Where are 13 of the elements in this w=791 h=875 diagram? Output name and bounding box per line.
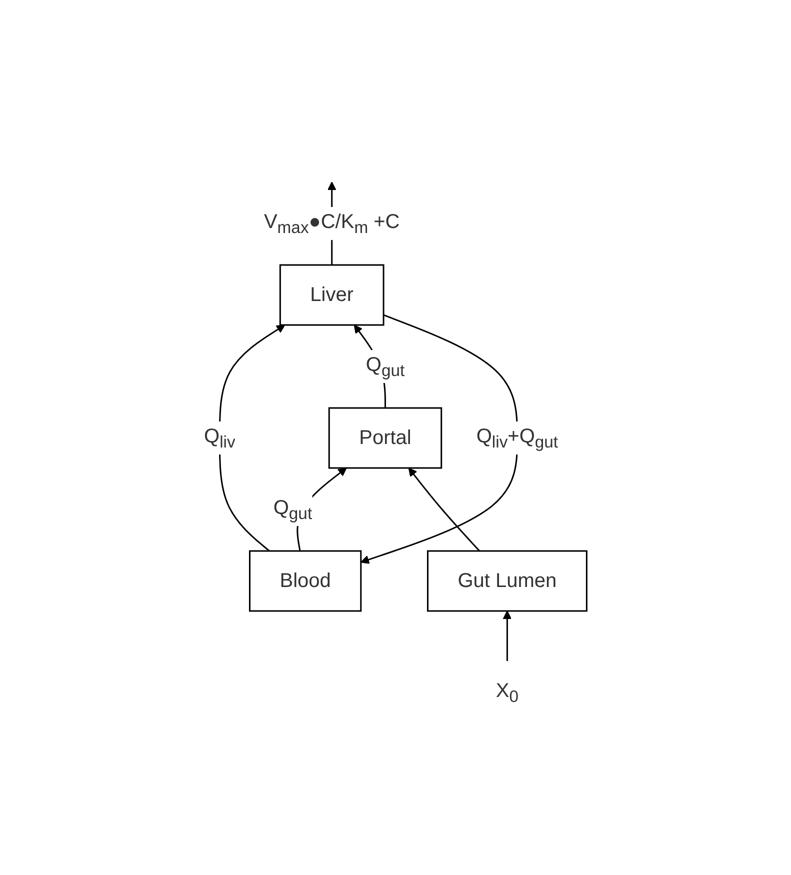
node-text: X$_{0}$ xyxy=(496,679,519,706)
node-box: Blood xyxy=(249,550,362,612)
node-box: Gut Lumen xyxy=(427,550,588,612)
edge-label: Q$_{liv}$+Q$_{gut}$ xyxy=(476,424,558,451)
edge-label: Q$_{gut}$ xyxy=(274,496,312,522)
arrow xyxy=(360,314,518,564)
node-box: Portal xyxy=(328,406,442,468)
arrow xyxy=(502,610,512,660)
edge-label: Q$_{gut}$ xyxy=(366,353,405,380)
arrow xyxy=(408,467,480,551)
edge-label: Q$_{liv}$ xyxy=(204,424,236,451)
edge-label: V$_{max}$●C/K$_{m}$ +C xyxy=(264,210,400,236)
node-box: Liver xyxy=(280,264,384,326)
